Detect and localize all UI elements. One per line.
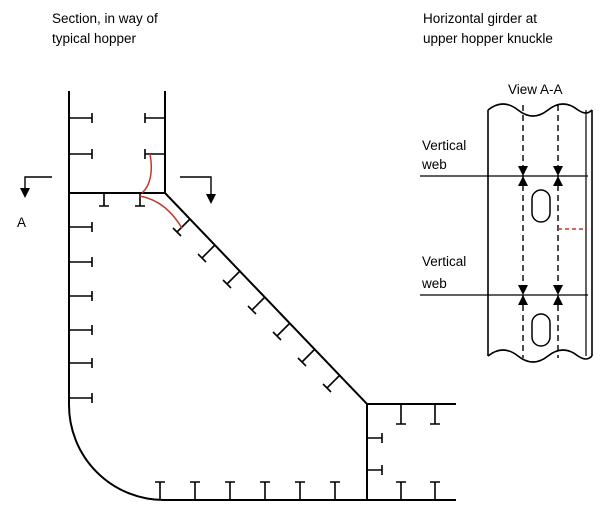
lower-web-arrows <box>518 285 563 305</box>
side-shell <box>68 91 456 501</box>
bottom-stiffener <box>430 481 440 500</box>
upper-web-arrows <box>518 166 563 186</box>
side-stiffener <box>69 393 93 403</box>
sloping-plate-stiffeners <box>172 218 341 393</box>
inner-floor-stiffener <box>367 433 383 443</box>
arrow-down-icon <box>553 285 563 295</box>
view-a-a <box>487 103 593 363</box>
vertical-web-label-upper: Vertical web <box>421 138 466 172</box>
view-top-break <box>487 103 593 117</box>
side-stiffener <box>69 222 93 232</box>
section-marker-right <box>180 176 216 204</box>
section-arrow-head-icon <box>206 194 216 204</box>
arrow-up-icon <box>518 176 528 186</box>
inner-bottom-stiffener <box>430 404 440 425</box>
hopper-top-stiffener <box>135 193 145 207</box>
arrow-down-icon <box>518 285 528 295</box>
inner-bottom-stiffener <box>396 404 406 425</box>
bottom-stiffener <box>396 481 406 500</box>
sloping-stiffener <box>172 218 191 237</box>
hopper-top-stiffener <box>99 193 109 207</box>
view-label: View A-A <box>508 82 563 97</box>
arrow-up-icon <box>553 176 563 186</box>
bottom-shell-stiffeners <box>155 481 440 500</box>
sloping-stiffener <box>297 348 316 367</box>
section-title-line2: typical hopper <box>52 31 137 46</box>
bottom-stiffener <box>260 481 270 500</box>
vertical-web-lines <box>522 105 559 358</box>
sloping-stiffener <box>197 244 216 263</box>
view-bottom-break <box>487 349 593 363</box>
arrow-down-icon <box>553 166 563 176</box>
vertical-web-label-lower: Vertical web <box>421 254 466 291</box>
vertical-web-upper-line2: web <box>421 157 447 172</box>
section-arrow-head-icon <box>20 188 30 198</box>
girder-title-line2: upper hopper knuckle <box>423 31 553 46</box>
slot-opening-lower <box>531 313 551 347</box>
girder-title-line1: Horizontal girder at <box>423 11 537 26</box>
sloping-hopper-plate <box>163 191 369 406</box>
inner-bottom-stiffeners <box>396 404 440 425</box>
section-marker-line <box>24 176 52 192</box>
arrow-down-icon <box>518 166 528 176</box>
sloping-stiffener <box>247 296 266 315</box>
arrow-up-icon <box>553 295 563 305</box>
section-title: Section, in way of typical hopper <box>52 11 158 46</box>
upper-plate-stiffener <box>144 113 165 123</box>
sloping-stiffener <box>272 322 291 341</box>
inner-floor-stiffener <box>367 465 383 475</box>
knuckle-bracket <box>139 153 183 229</box>
slot-opening-upper <box>531 189 551 223</box>
side-stiffener <box>69 257 93 267</box>
side-stiffener <box>69 113 93 123</box>
upper-plate-stiffener <box>144 149 165 159</box>
arrow-up-icon <box>518 295 528 305</box>
knuckle-bracket-lower <box>139 195 183 229</box>
web-level-lines <box>420 175 588 296</box>
slot-openings <box>531 189 551 347</box>
section-marker-label: A <box>17 215 26 230</box>
sloping-stiffener <box>222 270 241 289</box>
bottom-stiffener <box>155 481 165 500</box>
side-shell-stiffeners <box>69 113 93 403</box>
vertical-web-upper-line1: Vertical <box>422 138 466 153</box>
section-marker-left <box>20 176 52 198</box>
hull-section <box>68 91 456 501</box>
bottom-stiffener <box>330 481 340 500</box>
side-stiffener <box>69 291 93 301</box>
knuckle-bracket-upper <box>141 153 153 194</box>
section-marker-line <box>180 176 212 196</box>
side-stiffener <box>69 149 93 159</box>
bottom-stiffener <box>190 481 200 500</box>
vertical-web-lower-line1: Vertical <box>422 254 466 269</box>
side-stiffener <box>69 358 93 368</box>
upper-plate-stiffeners <box>144 113 165 159</box>
inner-floor-stiffeners <box>367 433 383 475</box>
side-stiffener <box>69 325 93 335</box>
hopper-top-stiffeners <box>99 193 145 207</box>
girder-title: Horizontal girder at upper hopper knuckl… <box>423 11 553 46</box>
bottom-stiffener <box>295 481 305 500</box>
section-title-line1: Section, in way of <box>52 11 158 26</box>
bottom-stiffener <box>225 481 235 500</box>
sloping-stiffener <box>322 374 341 393</box>
vertical-web-lower-line2: web <box>421 276 447 291</box>
